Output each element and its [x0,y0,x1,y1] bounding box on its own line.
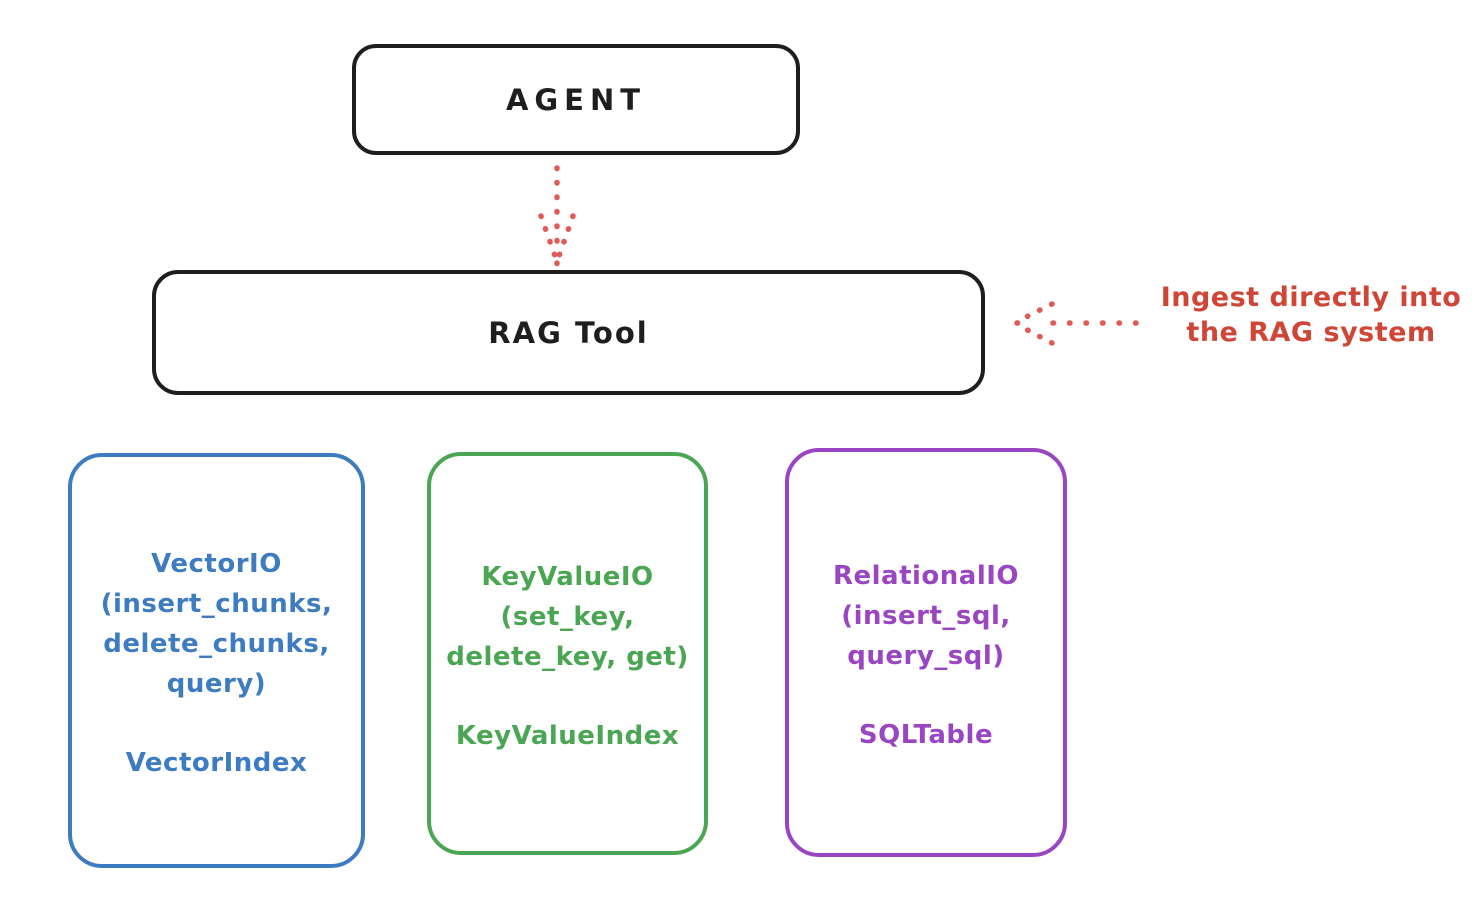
ingest-arrow [1014,301,1139,346]
key-value-index-label: KeyValueIndex [455,720,680,751]
vector-index-label: VectorIndex [125,747,308,778]
agent-to-ragtool-arrow [538,165,576,267]
relational-io-box: RelationalIO (insert_sql, query_sql) SQL… [785,448,1067,857]
agent-box: AGENT [352,44,800,155]
key-value-io-label: KeyValueIO (set_key, delete_key, get) [446,561,689,672]
vector-io-label: VectorIO (insert_chunks, delete_chunks, … [100,548,333,699]
rag-tool-box: RAG Tool [152,270,985,395]
vector-io-box: VectorIO (insert_chunks, delete_chunks, … [68,453,365,868]
ingest-annotation: Ingest directly into the RAG system [1160,282,1462,348]
key-value-io-box: KeyValueIO (set_key, delete_key, get) Ke… [427,452,708,855]
agent-label: AGENT [505,82,647,117]
rag-tool-label: RAG Tool [488,315,649,350]
relational-io-label: RelationalIO (insert_sql, query_sql) [832,560,1020,671]
sql-table-label: SQLTable [858,719,994,750]
